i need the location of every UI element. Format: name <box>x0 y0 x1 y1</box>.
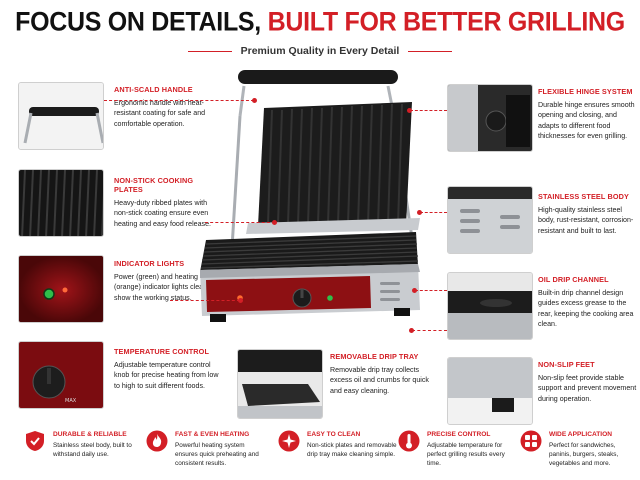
drip-tray-thumbnail <box>237 349 323 419</box>
feature-temperature-control: TEMPERATURE CONTROL Adjustable temperatu… <box>114 347 222 391</box>
grid-icon <box>520 430 542 452</box>
feature-non-slip-feet: NON-SLIP FEET Non-slip feet provide stab… <box>538 360 638 404</box>
steel-body-thumbnail <box>447 186 533 254</box>
feature-body: Ergonomic handle with heat-resistant coa… <box>114 99 206 128</box>
feature-body: Built-in drip channel design guides exce… <box>538 289 634 329</box>
feature-indicator-lights: INDICATOR LIGHTS Power (green) and heati… <box>114 259 222 303</box>
title-dark-part: FOCUS ON DETAILS, <box>15 6 261 38</box>
thermometer-icon <box>398 430 420 452</box>
feature-body: High-quality stainless steel body, rust-… <box>538 206 634 235</box>
feature-body: Power (green) and heating (orange) indic… <box>114 273 211 302</box>
feature-title: NON-SLIP FEET <box>538 360 595 369</box>
leader-dot-feet <box>409 328 414 333</box>
leader-dot-indicator <box>238 298 243 303</box>
feature-body: Heavy-duty ribbed plates with non-stick … <box>114 199 212 228</box>
shield-icon <box>26 431 44 451</box>
leader-line-indicator <box>170 300 240 301</box>
feature-stainless-steel-body: STAINLESS STEEL BODY High-quality stainl… <box>538 192 638 236</box>
benefit-body: Adjustable temperature for perfect grill… <box>427 442 505 468</box>
benefit-title: DURABLE & RELIABLE <box>53 431 127 438</box>
subtitle-line-right <box>408 50 453 52</box>
svg-text:MAX: MAX <box>65 398 77 404</box>
feature-body: Durable hinge ensures smooth opening and… <box>538 101 635 141</box>
title-red-part: BUILT FOR BETTER GRILLING <box>267 6 626 38</box>
page-subtitle: Premium Quality in Every Detail <box>0 45 640 57</box>
benefit-title: EASY TO CLEAN <box>307 431 361 438</box>
feature-flexible-hinge: FLEXIBLE HINGE SYSTEM Durable hinge ensu… <box>538 87 638 142</box>
page-title: FOCUS ON DETAILS, BUILT FOR BETTER GRILL… <box>0 7 640 38</box>
handle-thumbnail <box>18 82 104 150</box>
feature-title: FLEXIBLE HINGE SYSTEM <box>538 87 633 96</box>
leader-dot-hinge <box>407 108 412 113</box>
leader-line-hinge <box>410 110 447 111</box>
benefit-body: Powerful heating system ensures quick pr… <box>175 442 259 468</box>
feature-body: Adjustable temperature control knob for … <box>114 361 219 390</box>
knob-thumbnail: MAX <box>18 341 104 409</box>
feature-title: OIL DRIP CHANNEL <box>538 275 609 284</box>
feature-title: ANTI-SCALD HANDLE <box>114 85 193 94</box>
feature-title: REMOVABLE DRIP TRAY <box>330 352 419 361</box>
benefit-title: WIDE APPLICATION <box>549 431 613 438</box>
bottom-benefits-row: DURABLE & RELIABLE Stainless steel body,… <box>0 422 640 480</box>
leader-dot-plates <box>272 220 277 225</box>
sparkle-icon <box>278 430 300 452</box>
subtitle-line-left <box>187 50 232 52</box>
grill-product-image <box>180 58 460 358</box>
benefit-body: Perfect for sandwiches, paninis, burgers… <box>549 442 619 468</box>
feature-oil-drip-channel: OIL DRIP CHANNEL Built-in drip channel d… <box>538 275 638 330</box>
subtitle-text: Premium Quality in Every Detail <box>240 45 400 57</box>
hinge-thumbnail <box>447 84 533 152</box>
benefit-body: Stainless steel body, built to withstand… <box>53 442 132 459</box>
leader-line-body <box>420 212 447 213</box>
feature-anti-scald-handle: ANTI-SCALD HANDLE Ergonomic handle with … <box>114 85 222 129</box>
plates-thumbnail <box>18 169 104 237</box>
benefit-title: FAST & EVEN HEATING <box>175 431 250 438</box>
leader-line-drip <box>415 290 447 291</box>
indicator-thumbnail <box>18 255 104 323</box>
leader-line-feet <box>412 330 447 331</box>
feature-removable-drip-tray: REMOVABLE DRIP TRAY Removable drip tray … <box>330 352 432 396</box>
feature-title: STAINLESS STEEL BODY <box>538 192 629 201</box>
leader-line-plates <box>205 222 275 223</box>
flame-icon <box>146 430 168 452</box>
feet-thumbnail <box>447 357 533 425</box>
benefit-title: PRECISE CONTROL <box>427 431 491 438</box>
feature-non-stick-plates: NON-STICK COOKING PLATES Heavy-duty ribb… <box>114 176 222 229</box>
leader-dot-drip <box>412 288 417 293</box>
feature-title: INDICATOR LIGHTS <box>114 259 185 268</box>
benefit-body: Non-stick plates and removable drip tray… <box>307 442 397 459</box>
leader-dot-body <box>417 210 422 215</box>
drip-channel-thumbnail <box>447 272 533 340</box>
leader-line-handle <box>104 100 254 101</box>
leader-dot-handle <box>252 98 257 103</box>
feature-title: TEMPERATURE CONTROL <box>114 347 209 356</box>
feature-title: NON-STICK COOKING PLATES <box>114 176 194 194</box>
feature-body: Removable drip tray collects excess oil … <box>330 366 429 395</box>
feature-body: Non-slip feet provide stable support and… <box>538 374 637 403</box>
